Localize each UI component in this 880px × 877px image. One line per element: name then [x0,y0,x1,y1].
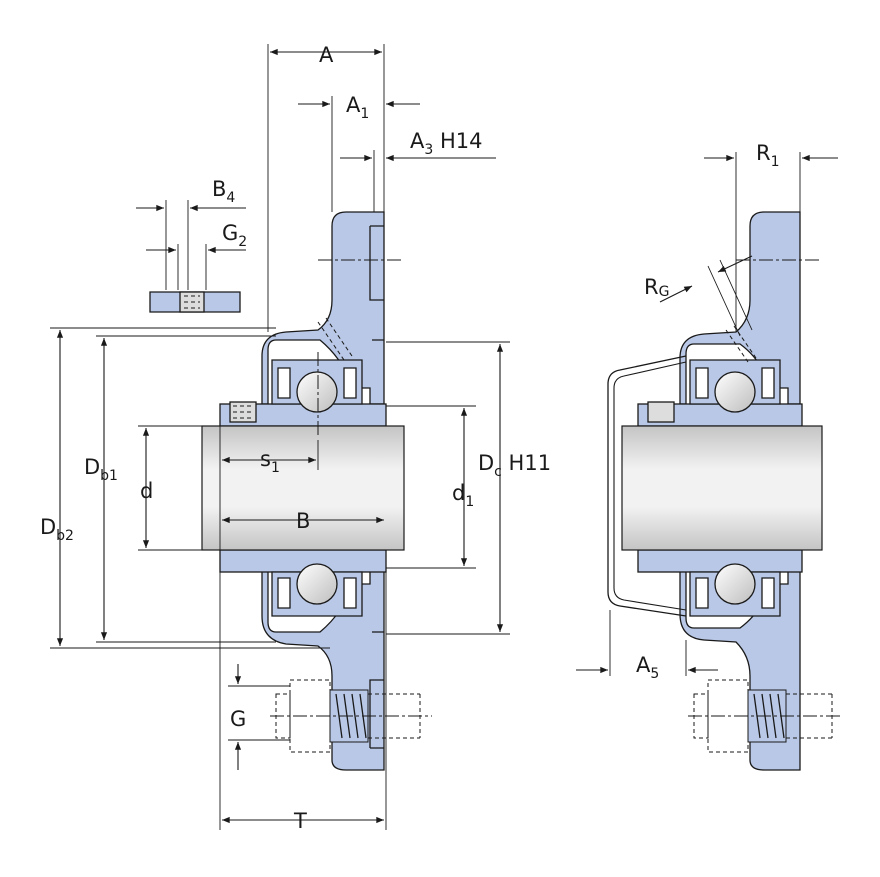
label-R1: R1 [756,141,780,170]
label-A3-H14: A3 H14 [410,129,483,158]
shaft [201,425,405,551]
left-sectional-view [50,44,510,830]
set-screw-right [647,401,675,423]
label-A: A [319,43,334,67]
ball-lower-right [714,563,756,605]
label-RG: RG [644,275,669,300]
ball-upper-right [714,371,756,413]
inner-ring-lower [219,549,387,573]
label-A1: A1 [346,93,369,122]
label-d: d [140,479,153,503]
bolt [275,679,421,753]
seal-upper-left [277,367,291,399]
inner-ring-lower-right [637,549,803,573]
set-screw-detail [149,291,241,313]
label-T: T [293,809,307,833]
shaft-right [621,425,823,551]
label-s1: s1 [260,447,280,476]
seal-lower-left [277,577,291,609]
label-Db1: Db1 [84,455,118,484]
seal-lower-right [343,577,357,609]
label-G2: G2 [222,221,247,250]
label-G: G [230,707,246,731]
label-B: B [296,509,310,533]
label-Dc-H11: Dc H11 [478,451,551,480]
flange-recess-lower [369,631,384,749]
ball-upper [296,371,338,413]
label-Db2: Db2 [40,515,74,544]
dimension-labels: A A1 A3 H14 B4 G2 Db1 Db2 d s1 B d1 Dc H… [40,43,780,833]
label-d1: d1 [452,481,474,510]
flange-recess-upper [369,225,384,341]
right-sectional-view [576,152,842,771]
ball-lower [296,563,338,605]
label-B4: B4 [212,177,235,206]
end-cover [607,355,687,617]
label-A5: A5 [636,653,659,682]
seal-upper-right [343,367,357,399]
